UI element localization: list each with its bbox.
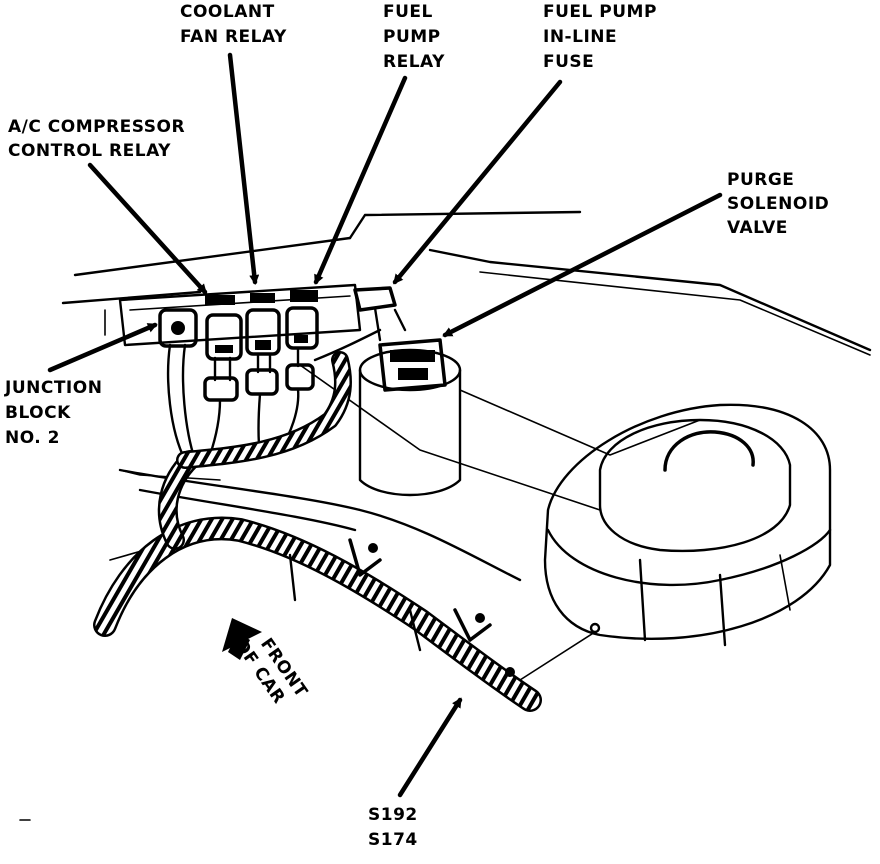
fuel-pump-relay [285,306,319,350]
callout-arrows [47,52,723,798]
labels: COOLANT FAN RELAY FUEL PUMP RELAY FUEL P… [4,2,836,850]
air-cleaner [519,403,832,681]
fuel-pump-fuse-label: FUEL PUMP IN-LINE FUSE [543,2,663,72]
coolant-fan-relay-label: COOLANT FAN RELAY [180,2,287,47]
coolant-fan-relay [205,313,243,361]
purge-solenoid-valve [358,338,462,497]
fuse-holder [353,286,407,342]
purge-solenoid-valve-label: PURGE SOLENOID VALVE [727,170,836,238]
ac-compressor-relay-label: A/C COMPRESSOR CONTROL RELAY [8,117,191,161]
relay-3 [245,308,281,356]
splice-label: S192 S174 [368,805,424,850]
fuel-pump-relay-label: FUEL PUMP RELAY [383,2,447,72]
front-of-car-arrow [222,618,262,660]
wiring-harness [93,351,542,712]
body-outline [19,210,872,821]
front-of-car-label: FRONT OF CAR [230,623,315,719]
ac-compressor-relay [158,308,198,348]
junction-block-label: JUNCTION BLOCK NO. 2 [4,378,109,448]
